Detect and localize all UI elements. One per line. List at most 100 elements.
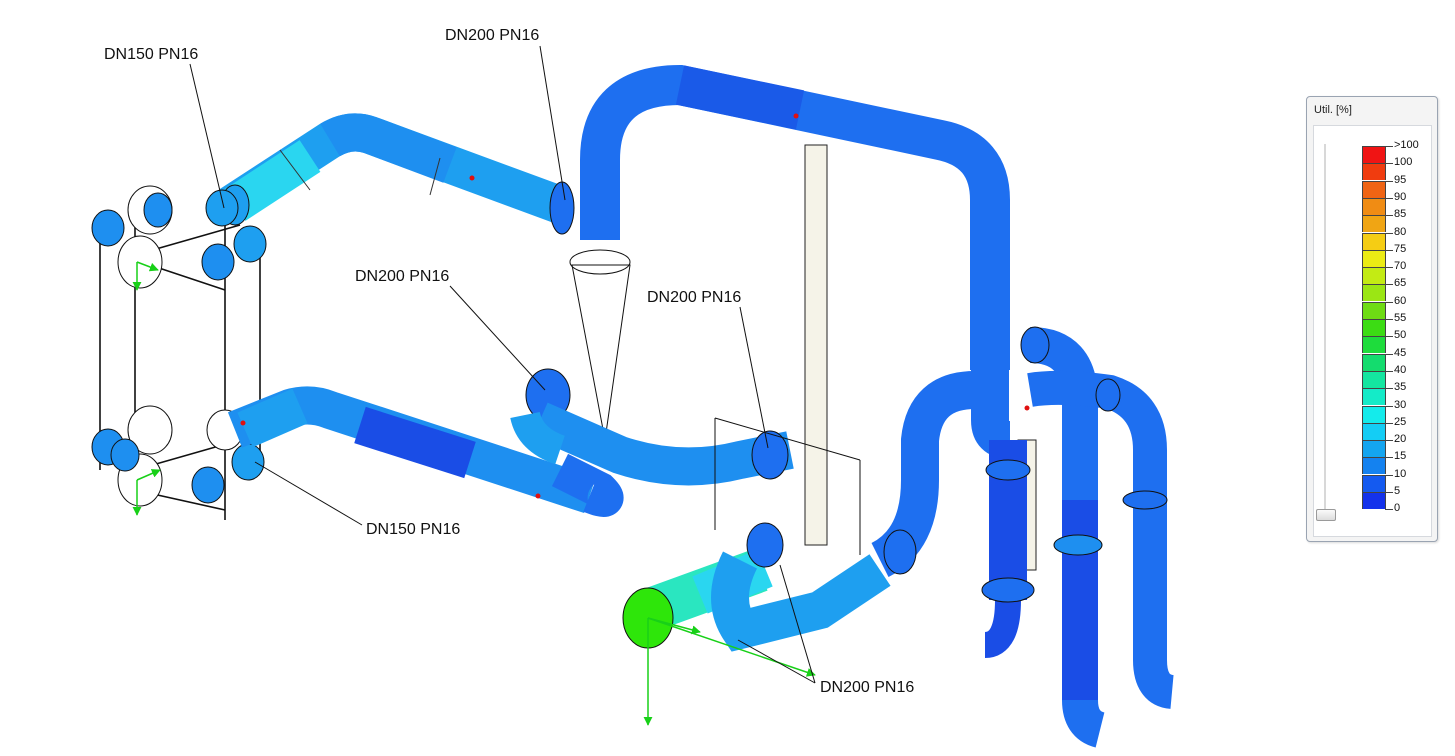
legend-tick <box>1385 422 1393 424</box>
legend-slider-thumb[interactable] <box>1316 509 1336 521</box>
lower-left-pipe-run <box>227 386 624 517</box>
legend-swatch <box>1362 180 1386 198</box>
legend-label: 75 <box>1394 242 1407 255</box>
legend-tick <box>1385 301 1393 303</box>
legend-label: 20 <box>1394 433 1407 446</box>
callout-dn200-top: DN200 PN16 <box>445 27 540 44</box>
legend-swatch <box>1362 319 1386 336</box>
legend-tick <box>1385 319 1393 320</box>
legend-level: 30 <box>1362 399 1432 423</box>
legend-swatch <box>1362 267 1386 285</box>
callout-dn150-bottom: DN150 PN16 <box>366 521 461 538</box>
pump-load-arrows <box>643 617 816 726</box>
legend-label: 60 <box>1394 294 1407 307</box>
legend-level: 15 <box>1362 450 1432 475</box>
legend-swatch <box>1362 301 1386 319</box>
legend-tick <box>1385 197 1393 199</box>
legend-tick <box>1385 215 1393 217</box>
legend-tick <box>1385 474 1393 476</box>
legend-label: 15 <box>1394 450 1407 463</box>
legend-swatch <box>1362 197 1386 215</box>
legend-label: >100 <box>1394 139 1419 151</box>
legend-swatch <box>1362 353 1386 371</box>
legend-label: 55 <box>1394 312 1407 324</box>
callout-dn150-top: DN150 PN16 <box>104 46 199 63</box>
legend-swatch <box>1362 370 1386 388</box>
callout-dn200-mid: DN200 PN16 <box>355 268 450 285</box>
legend-level: 0 <box>1362 502 1432 526</box>
legend-swatch <box>1362 492 1386 509</box>
legend-level: 5 <box>1362 485 1432 509</box>
legend-level: 10 <box>1362 468 1432 492</box>
legend-level: 20 <box>1362 433 1432 458</box>
legend-level: 70 <box>1362 260 1432 285</box>
legend-swatch <box>1362 146 1386 163</box>
legend-label: 70 <box>1394 260 1407 273</box>
legend-label: 90 <box>1394 190 1407 203</box>
legend-level: 95 <box>1362 174 1432 198</box>
legend-label: 35 <box>1394 381 1407 394</box>
legend-level: 45 <box>1362 347 1432 371</box>
legend-label: 65 <box>1394 277 1407 290</box>
legend-label: 25 <box>1394 415 1407 428</box>
right-riser-pipes <box>971 326 1176 748</box>
legend-label: 5 <box>1394 485 1401 497</box>
legend-label: 85 <box>1394 208 1407 221</box>
legend-tick <box>1385 267 1393 269</box>
legend-tick <box>1385 388 1393 390</box>
legend-tick <box>1385 163 1393 165</box>
central-pipe-loop <box>510 64 1010 486</box>
legend-level: 75 <box>1362 243 1432 267</box>
legend-swatch <box>1362 440 1386 458</box>
legend-tick <box>1385 492 1393 493</box>
restraint-markers <box>240 113 1030 499</box>
legend-level: 85 <box>1362 208 1432 233</box>
legend-level: 40 <box>1362 364 1432 388</box>
legend-label: 0 <box>1394 502 1401 515</box>
legend-tick <box>1385 180 1393 182</box>
legend-label: 80 <box>1394 225 1407 238</box>
legend-tick <box>1385 353 1393 355</box>
legend-tick <box>1385 370 1393 372</box>
legend-swatch <box>1362 405 1386 423</box>
legend-label: 45 <box>1394 346 1407 359</box>
legend-level: >100 <box>1362 139 1432 163</box>
legend-level: 60 <box>1362 295 1432 319</box>
legend-tick <box>1385 336 1393 338</box>
legend-tick <box>1385 284 1393 286</box>
legend-tick <box>1385 146 1393 147</box>
callout-leaders <box>189 45 816 684</box>
legend-swatch <box>1362 336 1386 354</box>
legend-swatch <box>1362 232 1386 250</box>
legend-level: 100 <box>1362 156 1432 181</box>
legend-swatch <box>1362 215 1386 233</box>
callout-dn200-bottom: DN200 PN16 <box>820 679 915 696</box>
legend-tick <box>1385 249 1393 251</box>
legend-swatch <box>1362 163 1386 181</box>
legend-label: 100 <box>1394 156 1413 169</box>
left-support-arrows <box>132 261 161 516</box>
legend-tick <box>1385 440 1393 442</box>
legend-tick <box>1385 457 1393 459</box>
legend-slider-track[interactable] <box>1324 144 1326 514</box>
legend-level: 50 <box>1362 329 1432 354</box>
legend-label: 10 <box>1394 467 1407 480</box>
legend-swatch <box>1362 388 1386 406</box>
legend-label: 40 <box>1394 363 1407 376</box>
callout-dn200-right: DN200 PN16 <box>647 289 742 306</box>
legend-level: 55 <box>1362 312 1432 336</box>
legend-swatch <box>1362 457 1386 475</box>
legend-swatch <box>1362 249 1386 267</box>
legend-tick <box>1385 509 1393 511</box>
legend-swatch <box>1362 284 1386 302</box>
legend-swatch <box>1362 422 1386 440</box>
legend-swatch <box>1362 474 1386 492</box>
legend-tick <box>1385 405 1393 407</box>
legend-level: 90 <box>1362 191 1432 215</box>
legend-title: Util. [%] <box>1314 104 1352 116</box>
legend-level: 25 <box>1362 416 1432 440</box>
upper-pump-group <box>91 185 267 289</box>
